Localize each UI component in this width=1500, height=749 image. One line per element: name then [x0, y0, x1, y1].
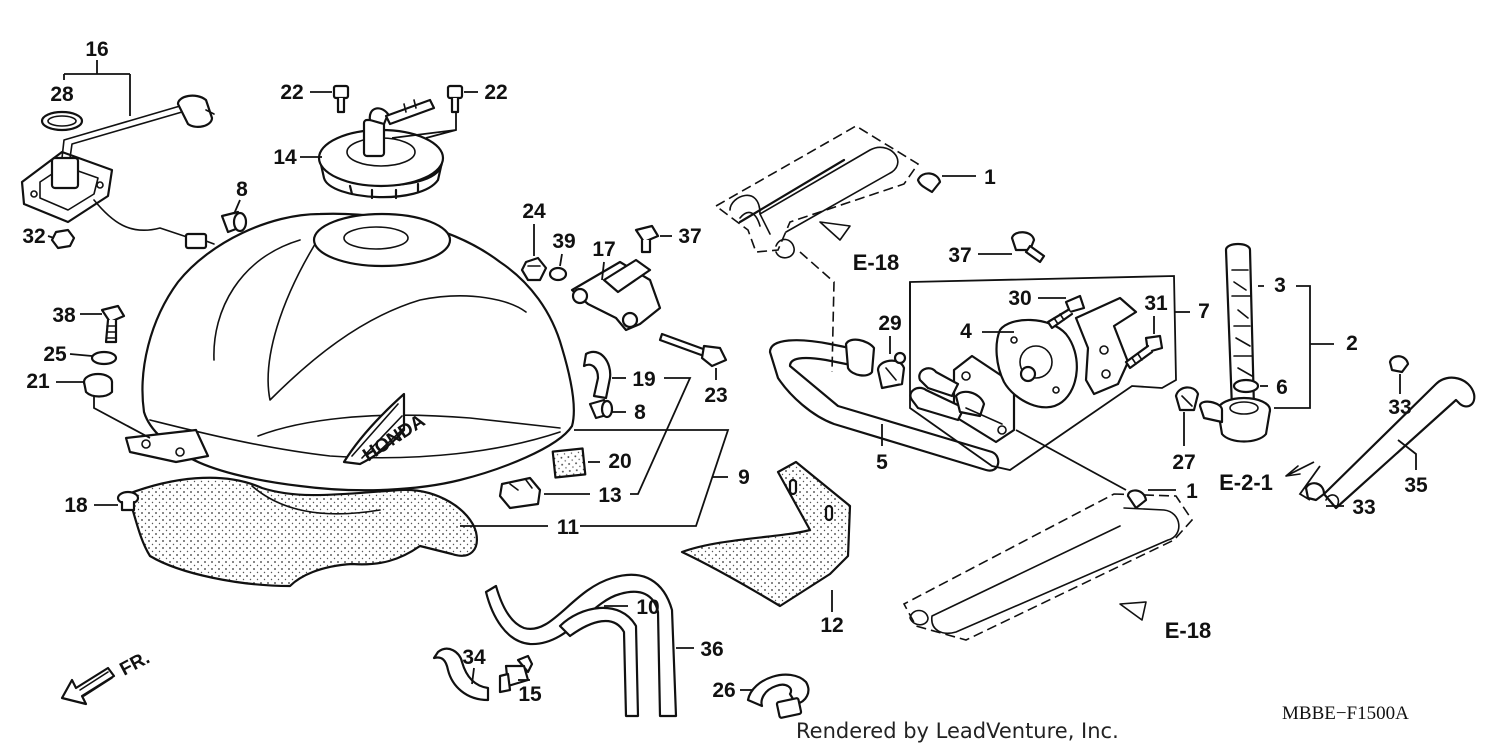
fuel-tank: HONDA [124, 212, 575, 492]
cushion-13 [498, 476, 542, 510]
lower-cover-11 [126, 476, 478, 588]
callout-20: 20 [608, 450, 631, 473]
hose-5 [768, 339, 1000, 472]
front-direction-arrow: FR. [60, 648, 153, 706]
callout-25: 25 [43, 343, 67, 366]
callout-2: 2 [1346, 332, 1358, 355]
callout-26: 26 [712, 679, 735, 702]
nut-32 [50, 228, 76, 250]
hose-19 [582, 350, 612, 400]
screw-22-left [332, 84, 350, 114]
callout-9: 9 [738, 466, 750, 489]
heat-guard-12 [680, 460, 852, 608]
fuel-pump-gauge-assembly [20, 94, 215, 250]
callout-35: 35 [1404, 474, 1428, 497]
callout-37-right: 37 [948, 244, 971, 267]
collar-8-top [220, 210, 248, 234]
callout-15: 15 [518, 683, 542, 706]
credit-text: Rendered by LeadVenture, Inc. [796, 719, 1119, 743]
callout-19: 19 [632, 368, 655, 391]
clamp-29 [876, 351, 907, 390]
diagram-code: MBBE−F1500A [1282, 703, 1409, 724]
clip-33-lower [1304, 482, 1326, 502]
callout-38: 38 [52, 304, 76, 327]
fr-label: FR. [116, 648, 153, 681]
callout-11: 11 [557, 516, 580, 539]
callout-8-lower: 8 [634, 401, 646, 424]
callout-28: 28 [50, 83, 74, 106]
ref-e2-1: E-2-1 [1219, 470, 1273, 495]
callout-4: 4 [960, 320, 972, 343]
dashed-hose-e18-bottom [902, 493, 1194, 641]
callout-36: 36 [700, 638, 723, 661]
clamp-26 [746, 673, 810, 719]
callout-30: 30 [1008, 287, 1031, 310]
callout-13: 13 [598, 484, 621, 507]
callout-3: 3 [1274, 274, 1286, 297]
callout-32: 32 [22, 225, 45, 248]
fuel-valve [909, 354, 1016, 444]
cushion-20 [551, 447, 587, 479]
callout-1-top: 1 [984, 166, 996, 189]
callout-22-left: 22 [280, 81, 303, 104]
ref-e18-bottom: E-18 [1165, 618, 1211, 643]
washer-39 [548, 266, 568, 282]
callout-10: 10 [636, 596, 659, 619]
bolt-37-right [1010, 231, 1046, 264]
callout-23: 23 [704, 384, 727, 407]
bolt-38 [100, 304, 126, 344]
valve-cup-2 [1198, 396, 1272, 443]
screw-31 [1124, 334, 1164, 370]
callout-33-top: 33 [1388, 396, 1411, 419]
dashed-hose-e18-top [714, 125, 920, 253]
callout-34: 34 [462, 646, 486, 669]
tube-36 [558, 606, 640, 718]
screw-30 [1046, 294, 1086, 330]
callout-12: 12 [820, 614, 843, 637]
callout-8-top: 8 [236, 178, 248, 201]
callout-14: 14 [273, 146, 297, 169]
tube-10 [484, 573, 678, 718]
callout-29: 29 [878, 312, 901, 335]
fitting-15 [498, 654, 534, 694]
callout-6: 6 [1276, 376, 1288, 399]
callout-18: 18 [64, 494, 88, 517]
callout-31: 31 [1144, 292, 1168, 315]
valve-diaphragm-4 [995, 318, 1078, 409]
ref-e18-top: E-18 [853, 250, 899, 275]
collar-18 [116, 490, 140, 512]
callout-37-top: 37 [678, 225, 701, 248]
callout-7-bracket [909, 275, 1177, 471]
hose-35 [1322, 376, 1476, 510]
grommet-24 [520, 256, 548, 282]
bolt-37-top [634, 224, 660, 254]
collar-8-lower [588, 398, 614, 420]
clip-1-top [916, 172, 942, 194]
callout-17: 17 [592, 238, 615, 261]
callout-1-bottom: 1 [1186, 480, 1198, 503]
callout-5: 5 [876, 451, 888, 474]
callout-27: 27 [1172, 451, 1195, 474]
o-ring-28 [40, 110, 84, 132]
callout-16: 16 [85, 38, 108, 61]
clamp-27 [1174, 386, 1200, 412]
callout-22-right: 22 [484, 81, 507, 104]
bracket-17 [570, 258, 662, 332]
callout-21: 21 [26, 370, 50, 393]
bolt-23 [658, 332, 728, 368]
callout-33-lower: 33 [1352, 496, 1375, 519]
tube-34 [432, 647, 490, 702]
clip-33-top [1388, 355, 1410, 374]
washer-25 [90, 350, 118, 366]
callout-7: 7 [1198, 300, 1210, 323]
callout-24: 24 [522, 200, 546, 223]
o-ring-6 [1232, 378, 1260, 394]
grommet-21 [82, 372, 114, 398]
callout-39: 39 [552, 230, 575, 253]
fuel-cap-assembly [317, 98, 445, 200]
screw-22-right [446, 84, 464, 114]
